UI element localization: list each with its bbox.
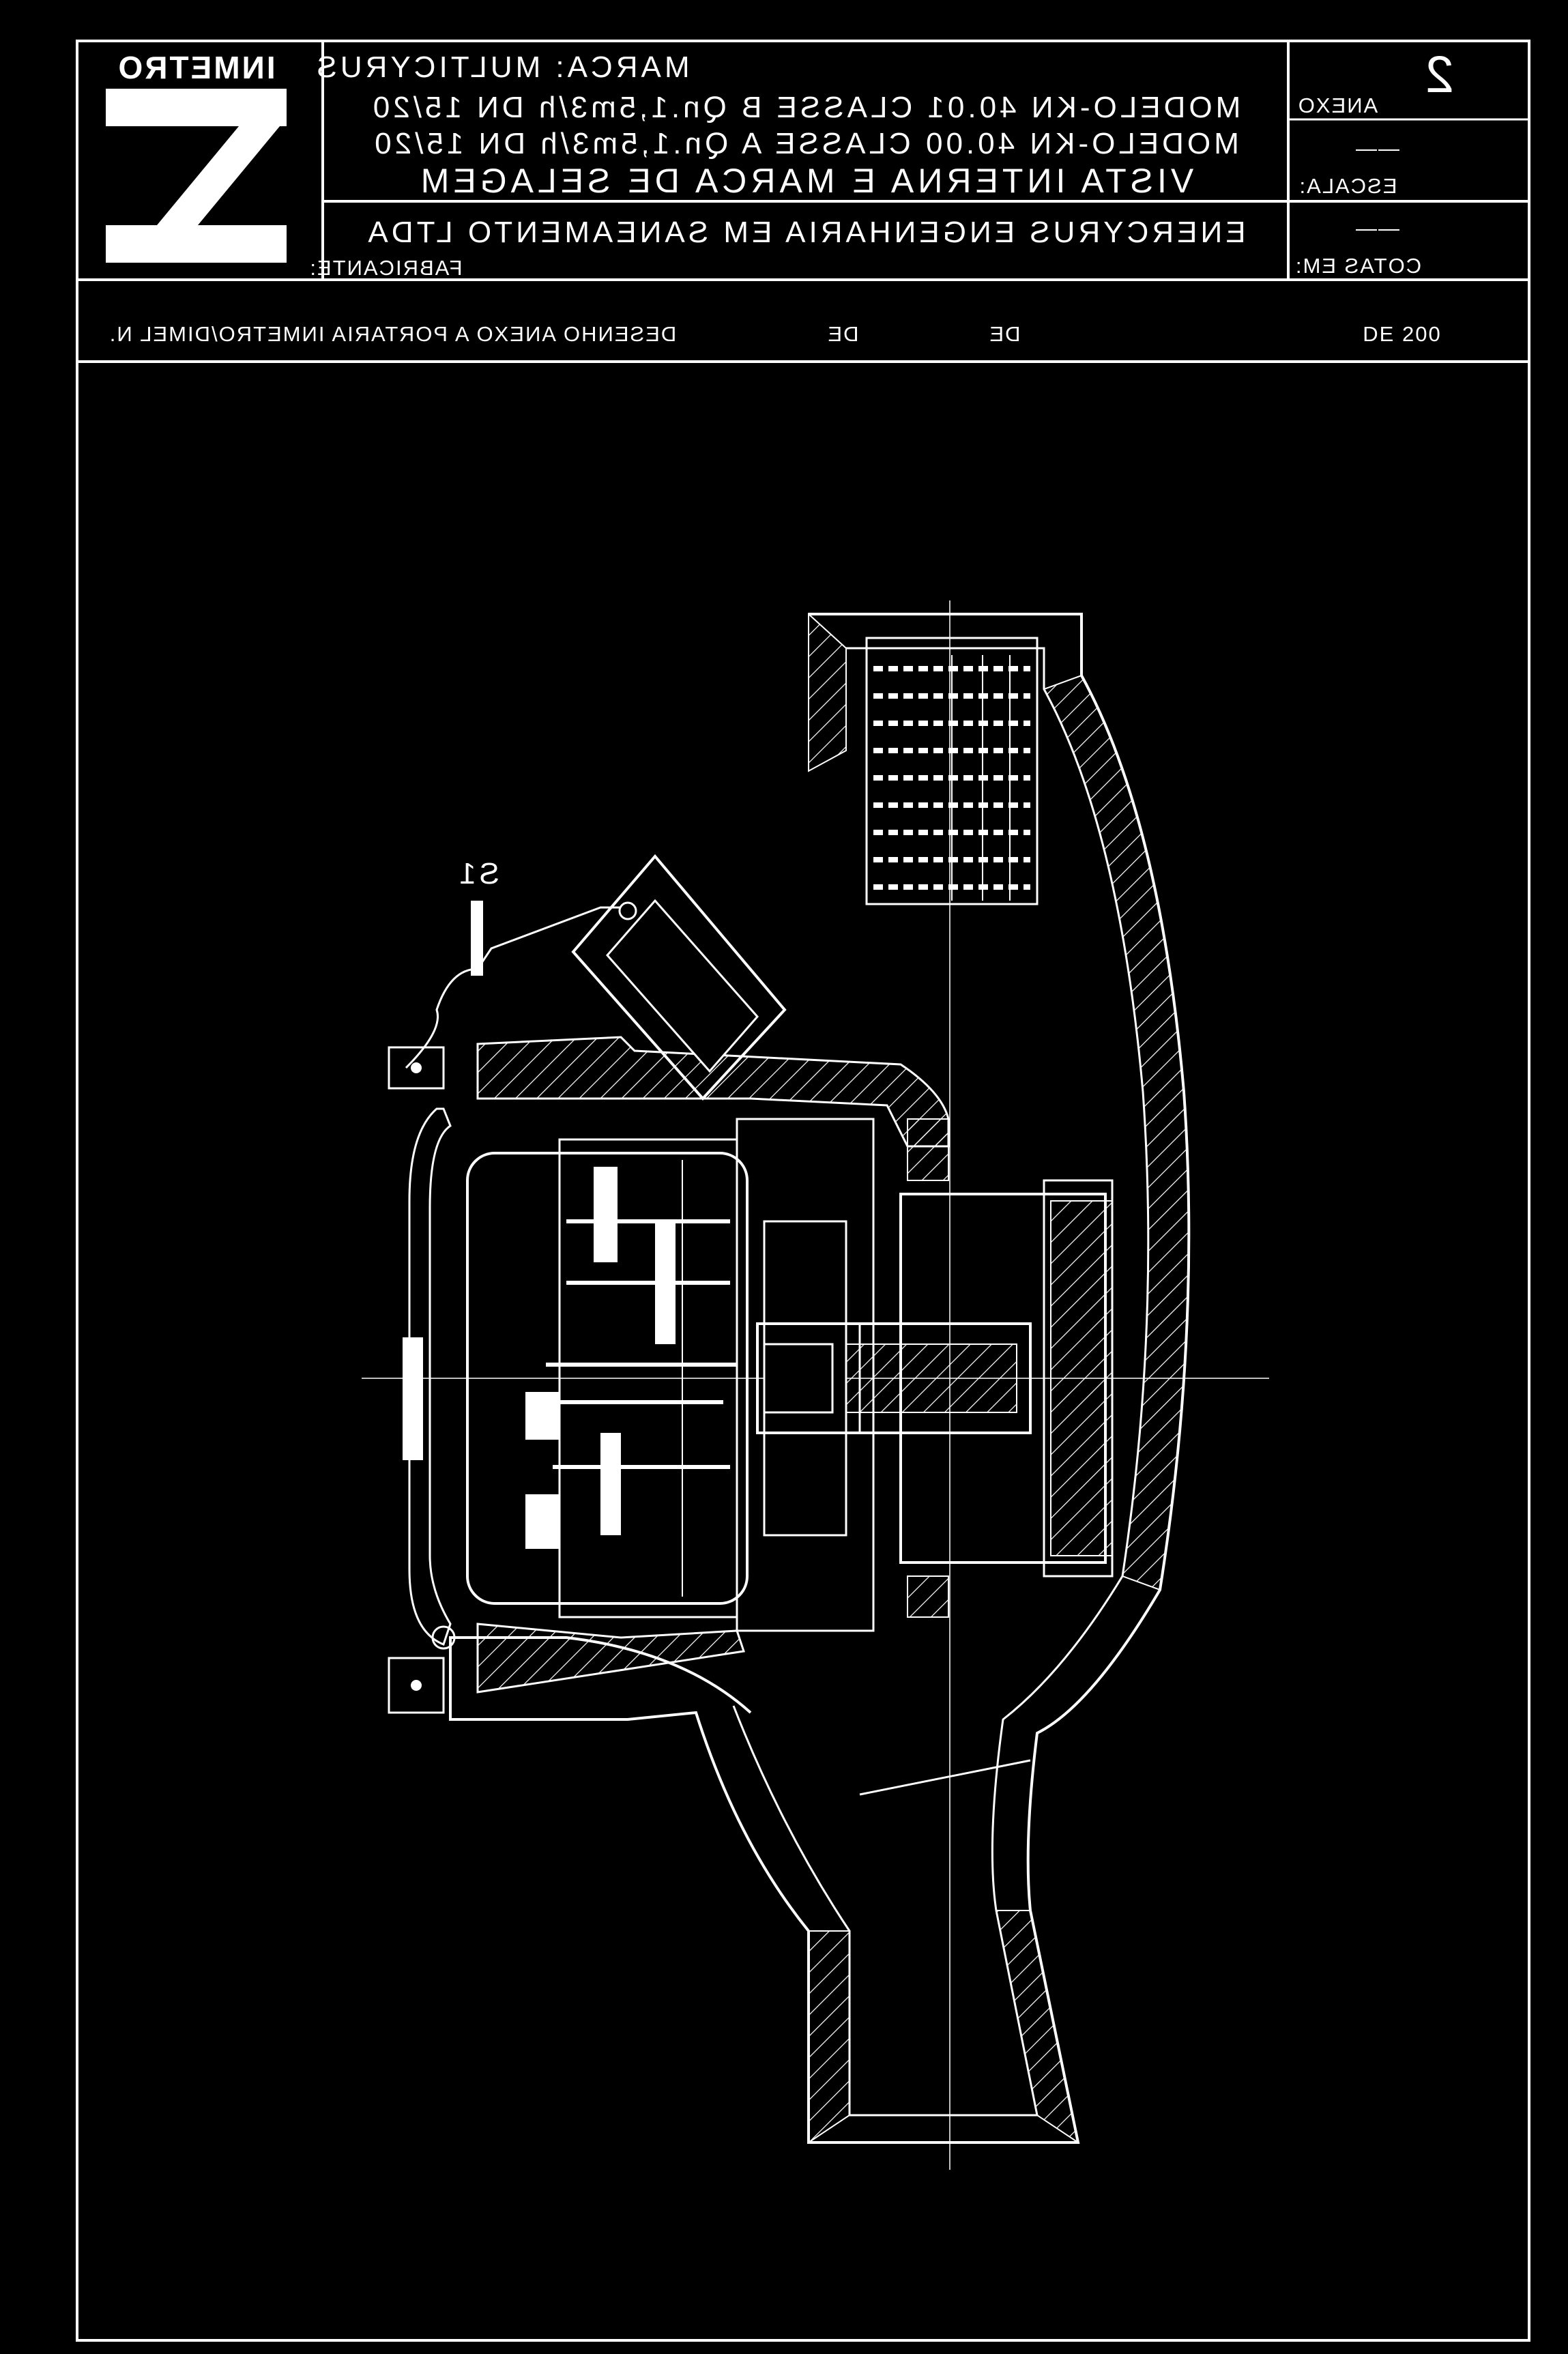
scale-value: ——: [1356, 136, 1401, 160]
register-housing: [403, 1036, 950, 1694]
reference-year: DE 200: [1363, 322, 1441, 346]
seal-wire: [405, 906, 621, 1069]
reference-text: DESENHO ANEXO A PORTARIA INMETRO/DIMEL N…: [108, 322, 676, 346]
hatched-bottom-left-wall: [808, 1930, 850, 2144]
title-block: INMETRO MARCA: MULTICYRUS MODELO-KN 40.0…: [77, 41, 1529, 363]
view-title: VISTA INTERNA E MARCA DE SELAGEM: [417, 162, 1194, 200]
reference-de-1: DE: [826, 322, 858, 346]
brand-text: MARCA: MULTICYRUS: [313, 50, 689, 84]
hatched-bottom-right-wall: [995, 1910, 1079, 2145]
seal-tag: [471, 901, 483, 976]
gear-train: [525, 1160, 737, 1597]
units-label: COTAS EM:: [1294, 254, 1421, 278]
annex-label: ANEXO: [1297, 93, 1378, 117]
hatched-right-wall: [1043, 674, 1190, 1591]
water-meter-section: S1: [362, 600, 1269, 2170]
register-chamber: [466, 1152, 749, 1605]
seal-tab-top: [388, 1046, 445, 1090]
inmetro-logo: INMETRO: [106, 50, 287, 263]
seal-tab-bottom: [388, 1657, 445, 1714]
model-line-2: MODELO-KN 40.00 CLASSE A Qn.1,5m3/h DN 1…: [371, 127, 1239, 160]
annex-number: 2: [1425, 46, 1454, 104]
manufacturer-name: ENERCYRUS ENGENHARIA EM SANEAMENTO LTDA: [364, 216, 1245, 249]
seal-boss: [571, 854, 787, 1101]
turbine-shaft-housing: [756, 1322, 1032, 1434]
turbine-assembly: [756, 1118, 1114, 1618]
logo-text: INMETRO: [116, 50, 275, 85]
seal-pin: [431, 1625, 456, 1650]
sheet-frame: [76, 40, 1530, 2342]
register-window: [403, 1337, 423, 1460]
hatched-top-left-wall: [808, 612, 847, 772]
inlet-filter: [865, 637, 1039, 905]
model-line-1: MODELO-KN 40.01 CLASSE B Qn.1,5m3/h DN 1…: [370, 91, 1240, 124]
reference-de-2: DE: [988, 322, 1020, 346]
units-value: ——: [1356, 216, 1401, 240]
manufacturer-label: FABRICANTE:: [308, 256, 462, 280]
outlet-line: [859, 1759, 1031, 1796]
scale-label: ESCALA:: [1298, 174, 1397, 198]
seal-label: S1: [456, 857, 499, 890]
